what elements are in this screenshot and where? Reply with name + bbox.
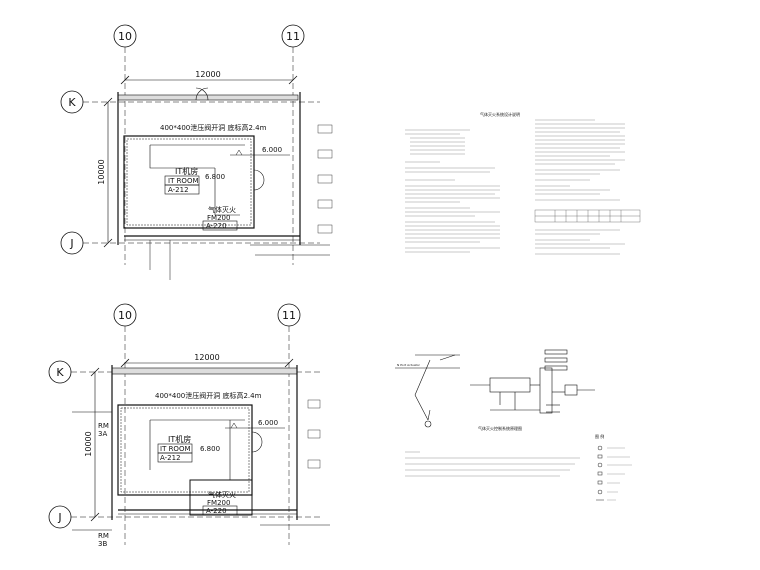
vent-note: 400*400泄压阀开洞 底标高2.4m: [160, 123, 267, 132]
room-name-cn: IT机房: [175, 166, 198, 176]
extinguisher-code-b: A-220: [206, 507, 227, 515]
dimension-width-b: 12000: [194, 353, 219, 362]
room-level: 6.800: [205, 173, 225, 181]
grid-label-10-b: 10: [118, 309, 132, 322]
notes-title: 气体灭火系统设计说明: [480, 111, 520, 117]
room-name-en-b: IT ROOM: [160, 445, 191, 453]
room-code: A-212: [168, 186, 189, 194]
extinguisher-model-b: FM200: [207, 499, 230, 507]
dimension-height: 10000: [97, 159, 106, 184]
dimension-height-b: 10000: [84, 431, 93, 456]
floor-plan-top: [60, 24, 333, 280]
extinguisher-name-b: 气体灭火: [208, 490, 236, 499]
vent-note-b: 400*400泄压阀开洞 底标高2.4m: [155, 391, 262, 400]
left-room-2: RM: [98, 532, 109, 540]
extinguisher-code: A-220: [206, 222, 227, 230]
grid-label-k-b: K: [56, 366, 64, 379]
floor-plan-top-text: 10 11 K J 12000 10000 400*400泄压阀开洞 底标高2.…: [68, 30, 300, 250]
room-code-b: A-212: [160, 454, 181, 462]
grid-label-10: 10: [118, 30, 132, 43]
left-room-1-code: 3A: [98, 430, 107, 438]
level-mark-b: 6.000: [258, 419, 278, 427]
grid-label-j-b: J: [57, 511, 61, 524]
grid-label-11-b: 11: [282, 309, 296, 322]
grid-label-j: J: [69, 237, 73, 250]
room-name-cn-b: IT机房: [168, 434, 191, 444]
level-mark: 6.000: [262, 146, 282, 154]
design-notes: 气体灭火系统设计说明: [405, 111, 641, 255]
grid-label-k: K: [68, 96, 76, 109]
room-level-b: 6.800: [200, 445, 220, 453]
dimension-width: 12000: [195, 70, 220, 79]
actuator-label: N Port Actuator: [397, 363, 421, 367]
bottom-notes: [405, 451, 580, 477]
room-name-en: IT ROOM: [168, 177, 199, 185]
floor-plan-bottom: [48, 303, 330, 545]
system-schematic: [395, 349, 595, 428]
legend: 图 例: [595, 433, 632, 501]
left-room-1: RM: [98, 422, 109, 430]
system-schematic-text: N Port Actuator 气体灭火控制系统原理图: [397, 363, 522, 431]
system-caption: 气体灭火控制系统原理图: [478, 425, 522, 431]
floor-plan-bottom-text: 10 11 K J 12000 10000 400*400泄压阀开洞 底标高2.…: [56, 309, 296, 548]
extinguisher-model: FM200: [207, 214, 230, 222]
legend-title: 图 例: [595, 433, 604, 439]
grid-label-11: 11: [286, 30, 300, 43]
extinguisher-name: 气体灭火: [208, 205, 236, 214]
left-room-2-code: 3B: [98, 540, 107, 548]
